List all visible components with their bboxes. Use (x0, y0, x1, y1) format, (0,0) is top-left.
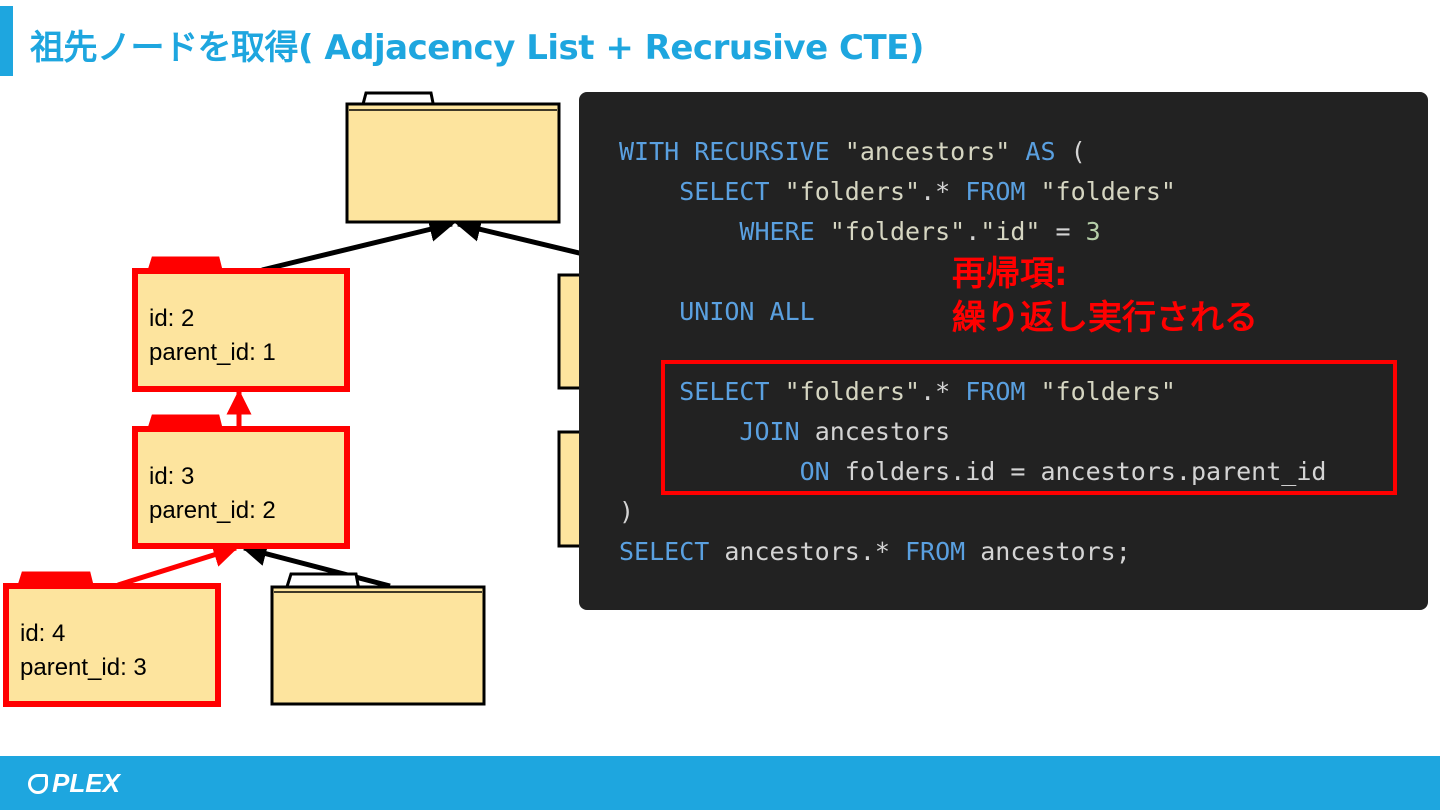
recursive-term-highlight-box (661, 360, 1397, 495)
code-line-5: UNION ALL (679, 297, 815, 326)
annotation-line-1: 再帰項: (952, 254, 1068, 294)
code-line-7: SELECT "folders".* FROM "folders" (679, 377, 1176, 406)
folder-node-id-3-parent: parent_id: 2 (149, 497, 276, 524)
plex-logo-text: PLEX (52, 768, 120, 798)
folder-node-sibling (270, 572, 486, 706)
folder-node-id-3-id: id: 3 (149, 463, 194, 490)
annotation-line-2: 繰り返し実行される (952, 298, 1258, 338)
folder-node-root (345, 91, 561, 224)
plex-logo: PLEX (28, 768, 120, 799)
code-line-2: SELECT "folders".* FROM "folders" (679, 177, 1176, 206)
footer-bar: PLEX (0, 756, 1440, 810)
code-line-8: JOIN ancestors (739, 417, 951, 446)
plex-logo-ring-icon (28, 773, 48, 794)
code-line-11: SELECT ancestors.* FROM ancestors; (619, 537, 1131, 566)
code-line-10: ) (619, 497, 635, 526)
code-line-3: WHERE "folders"."id" = 3 (739, 217, 1101, 246)
edge-node2-to-root (261, 217, 455, 273)
edge-node4-to-node3 (117, 542, 239, 588)
folder-node-id-3: id: 3 parent_id: 2 (132, 414, 350, 549)
folder-node-id-2: id: 2 parent_id: 1 (132, 256, 350, 392)
folder-node-id-2-id: id: 2 (149, 305, 194, 332)
folder-node-id-4-id: id: 4 (20, 620, 65, 647)
code-line-9: ON folders.id = ancestors.parent_id (799, 457, 1327, 486)
slide-title: 祖先ノードを取得( Adjacency List + Recrusive CTE… (30, 28, 924, 68)
code-line-1: WITH RECURSIVE "ancestors" AS ( (619, 137, 1086, 166)
folder-node-id-4-parent: parent_id: 3 (20, 654, 147, 681)
title-accent-bar (0, 6, 13, 76)
recursive-term-annotation: 再帰項: 繰り返し実行される (952, 252, 1258, 340)
sql-code-block: WITH RECURSIVE "ancestors" AS ( SELECT "… (619, 132, 1326, 572)
sql-code-panel: WITH RECURSIVE "ancestors" AS ( SELECT "… (579, 92, 1428, 610)
edge-sibling-to-root (455, 217, 601, 261)
edge-node5-to-node3 (241, 541, 391, 589)
folder-node-id-2-parent: parent_id: 1 (149, 339, 276, 366)
folder-node-id-4: id: 4 parent_id: 3 (3, 571, 221, 707)
